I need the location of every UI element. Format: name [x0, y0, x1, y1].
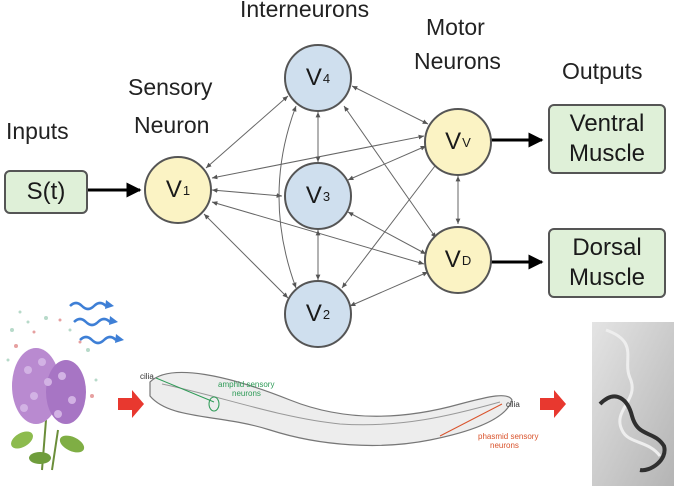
label-motor-line2: Neurons [414, 48, 501, 74]
node-vv-main: V [445, 128, 462, 155]
output-ventral-line1: Ventral [569, 110, 645, 137]
edge-v4-vd [343, 105, 437, 239]
edge-v4-vv [351, 85, 429, 125]
worm-label-cilia-head: cilia [140, 372, 154, 381]
node-vv-sub: V [462, 134, 471, 150]
node-v4-main: V [305, 64, 322, 91]
node-vd-main: V [444, 246, 461, 273]
node-v4-sub: 4 [322, 70, 331, 86]
output-ventral-muscle: Ventral Muscle [548, 104, 666, 174]
label-sensory-line1: Sensory [128, 74, 213, 100]
edge-v1-v2 [203, 213, 289, 299]
label-motor-line1: Motor [426, 14, 485, 40]
node-v3-main: V [305, 182, 322, 209]
label-inputs: Inputs [6, 118, 69, 144]
node-v3-sub: 3 [322, 188, 331, 204]
edge-v1-v4 [205, 95, 289, 169]
worm-label-phasmid-line2: neurons [490, 441, 519, 450]
output-dorsal-line2: Muscle [568, 264, 646, 291]
odor-waves [69, 301, 117, 345]
edge-v3-vd [347, 211, 427, 255]
red-arrow-right [540, 390, 566, 418]
node-v1-main: V [165, 176, 182, 203]
output-ventral-line2: Muscle [568, 140, 646, 167]
node-v2-sub: 2 [322, 306, 331, 322]
edge-v2-vv [341, 161, 439, 289]
label-outputs: Outputs [562, 58, 643, 84]
node-v1-sub: 1 [182, 182, 191, 198]
node-vd-sub: D [461, 252, 472, 268]
output-dorsal-line1: Dorsal [572, 234, 642, 261]
worm-illustration [149, 371, 513, 447]
input-box: S(t) [4, 170, 88, 214]
output-dorsal-muscle: Dorsal Muscle [548, 228, 666, 298]
worm-label-amphid-line2: neurons [232, 389, 261, 398]
label-interneurons: Interneurons [240, 0, 370, 22]
flower-illustration [6, 310, 98, 471]
edge-v2-vd [349, 271, 429, 307]
worm-label-cilia-tail: cilia [506, 400, 520, 409]
worm-label-phasmid-line1: phasmid sensory [478, 432, 539, 441]
node-v2-main: V [305, 300, 322, 327]
worm-photo [592, 322, 674, 486]
edge-v1-v3 [211, 188, 283, 198]
edge-v4-v2 [278, 105, 297, 289]
label-sensory-line2: Neuron [134, 112, 210, 138]
edge-v3-vv [347, 145, 427, 181]
red-arrow-left [118, 390, 144, 418]
input-box-label: S(t) [26, 178, 66, 205]
worm-label-amphid-line1: amphid sensory [218, 380, 275, 389]
